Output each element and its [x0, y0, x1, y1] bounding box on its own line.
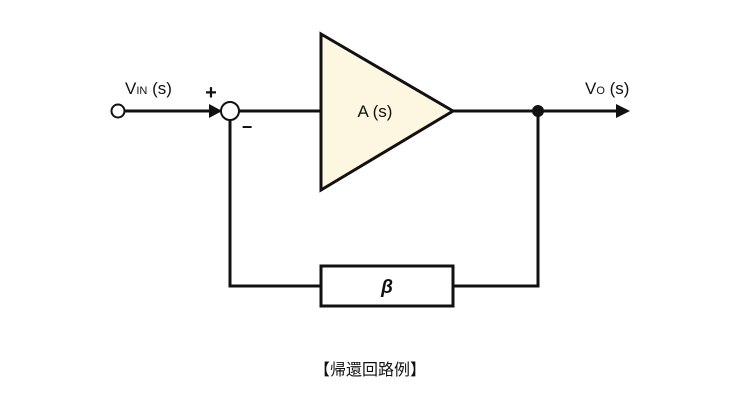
minus-sign: − [242, 117, 253, 137]
feedback-wire-left [228, 120, 321, 288]
input-arrowhead [209, 104, 222, 118]
input-label: VIN (s) [125, 79, 172, 98]
summing-junction [220, 101, 240, 121]
feedback-wire-right [453, 111, 540, 288]
input-terminal [110, 103, 126, 119]
output-label: VO (s) [585, 79, 629, 98]
feedback-label: β [380, 277, 393, 298]
feedback-block [319, 264, 455, 308]
output-arrowhead [616, 104, 630, 118]
plus-sign: + [205, 82, 217, 104]
amplifier-label: A (s) [358, 102, 393, 121]
diagram-caption: 【帰還回路例】 [313, 360, 426, 379]
amplifier-triangle [319, 31, 456, 193]
